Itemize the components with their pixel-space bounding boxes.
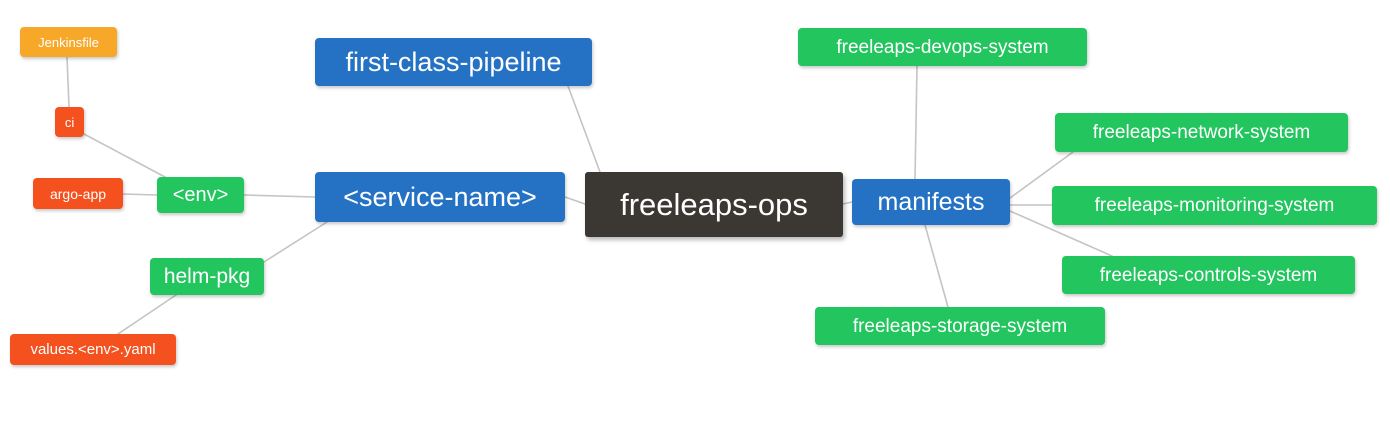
mindmap-node-freeleaps-network-system[interactable]: freeleaps-network-system	[1055, 113, 1348, 152]
mindmap-node-env[interactable]: <env>	[157, 177, 244, 213]
edge-ci-to-jenkinsfile	[66, 56, 70, 108]
mindmap-node-label: ci	[64, 114, 75, 130]
mindmap-node-label: freeleaps-storage-system	[852, 315, 1068, 337]
edge-freeleaps-ops-to-first-class-pipeline	[567, 85, 601, 173]
edge-freeleaps-ops-to-service-name	[564, 196, 586, 205]
mindmap-node-label: freeleaps-network-system	[1092, 122, 1311, 143]
mindmap-node-label: Jenkinsfile	[38, 34, 99, 50]
edge-env-to-ci	[83, 133, 166, 178]
edge-freeleaps-ops-to-manifests	[842, 201, 853, 205]
mindmap-node-label: freeleaps-ops	[620, 187, 808, 222]
mindmap-node-label: freeleaps-monitoring-system	[1094, 195, 1335, 216]
mindmap-node-label: <service-name>	[343, 181, 537, 212]
mindmap-node-label: freeleaps-devops-system	[836, 36, 1049, 58]
mindmap-node-label: helm-pkg	[163, 265, 251, 288]
mindmap-node-label: freeleaps-controls-system	[1099, 264, 1318, 286]
mindmap-node-label: argo-app	[49, 185, 107, 202]
mindmap-node-first-class-pipeline[interactable]: first-class-pipeline	[315, 38, 592, 86]
mindmap-node-freeleaps-storage-system[interactable]: freeleaps-storage-system	[815, 307, 1105, 345]
mindmap-node-values-env-yaml[interactable]: values.<env>.yaml	[10, 334, 176, 365]
edge-service-name-to-helm-pkg	[263, 221, 328, 263]
mindmap-node-argo-app[interactable]: argo-app	[33, 178, 123, 209]
mindmap-node-service-name[interactable]: <service-name>	[315, 172, 565, 222]
mindmap-node-helm-pkg[interactable]: helm-pkg	[150, 258, 264, 295]
mindmap-node-freeleaps-ops[interactable]: freeleaps-ops	[585, 172, 843, 237]
edge-service-name-to-env	[243, 194, 316, 198]
edge-manifests-to-freeleaps-storage-system	[924, 224, 949, 308]
edge-helm-pkg-to-values-env-yaml	[114, 294, 177, 337]
edge-env-to-argo-app	[122, 193, 158, 196]
edge-manifests-to-freeleaps-devops-system	[914, 65, 918, 180]
mindmap-node-freeleaps-monitoring-system[interactable]: freeleaps-monitoring-system	[1052, 186, 1377, 225]
mindmap-node-label: <env>	[172, 184, 229, 206]
mindmap-node-freeleaps-devops-system[interactable]: freeleaps-devops-system	[798, 28, 1087, 66]
mindmap-node-freeleaps-controls-system[interactable]: freeleaps-controls-system	[1062, 256, 1355, 294]
mindmap-node-jenkinsfile[interactable]: Jenkinsfile	[20, 27, 117, 57]
mindmap-node-label: values.<env>.yaml	[30, 341, 156, 358]
mindmap-node-label: first-class-pipeline	[345, 46, 562, 77]
mindmap-node-label: manifests	[877, 187, 985, 216]
mindmap-node-ci[interactable]: ci	[55, 107, 84, 137]
mindmap-node-manifests[interactable]: manifests	[852, 179, 1010, 225]
